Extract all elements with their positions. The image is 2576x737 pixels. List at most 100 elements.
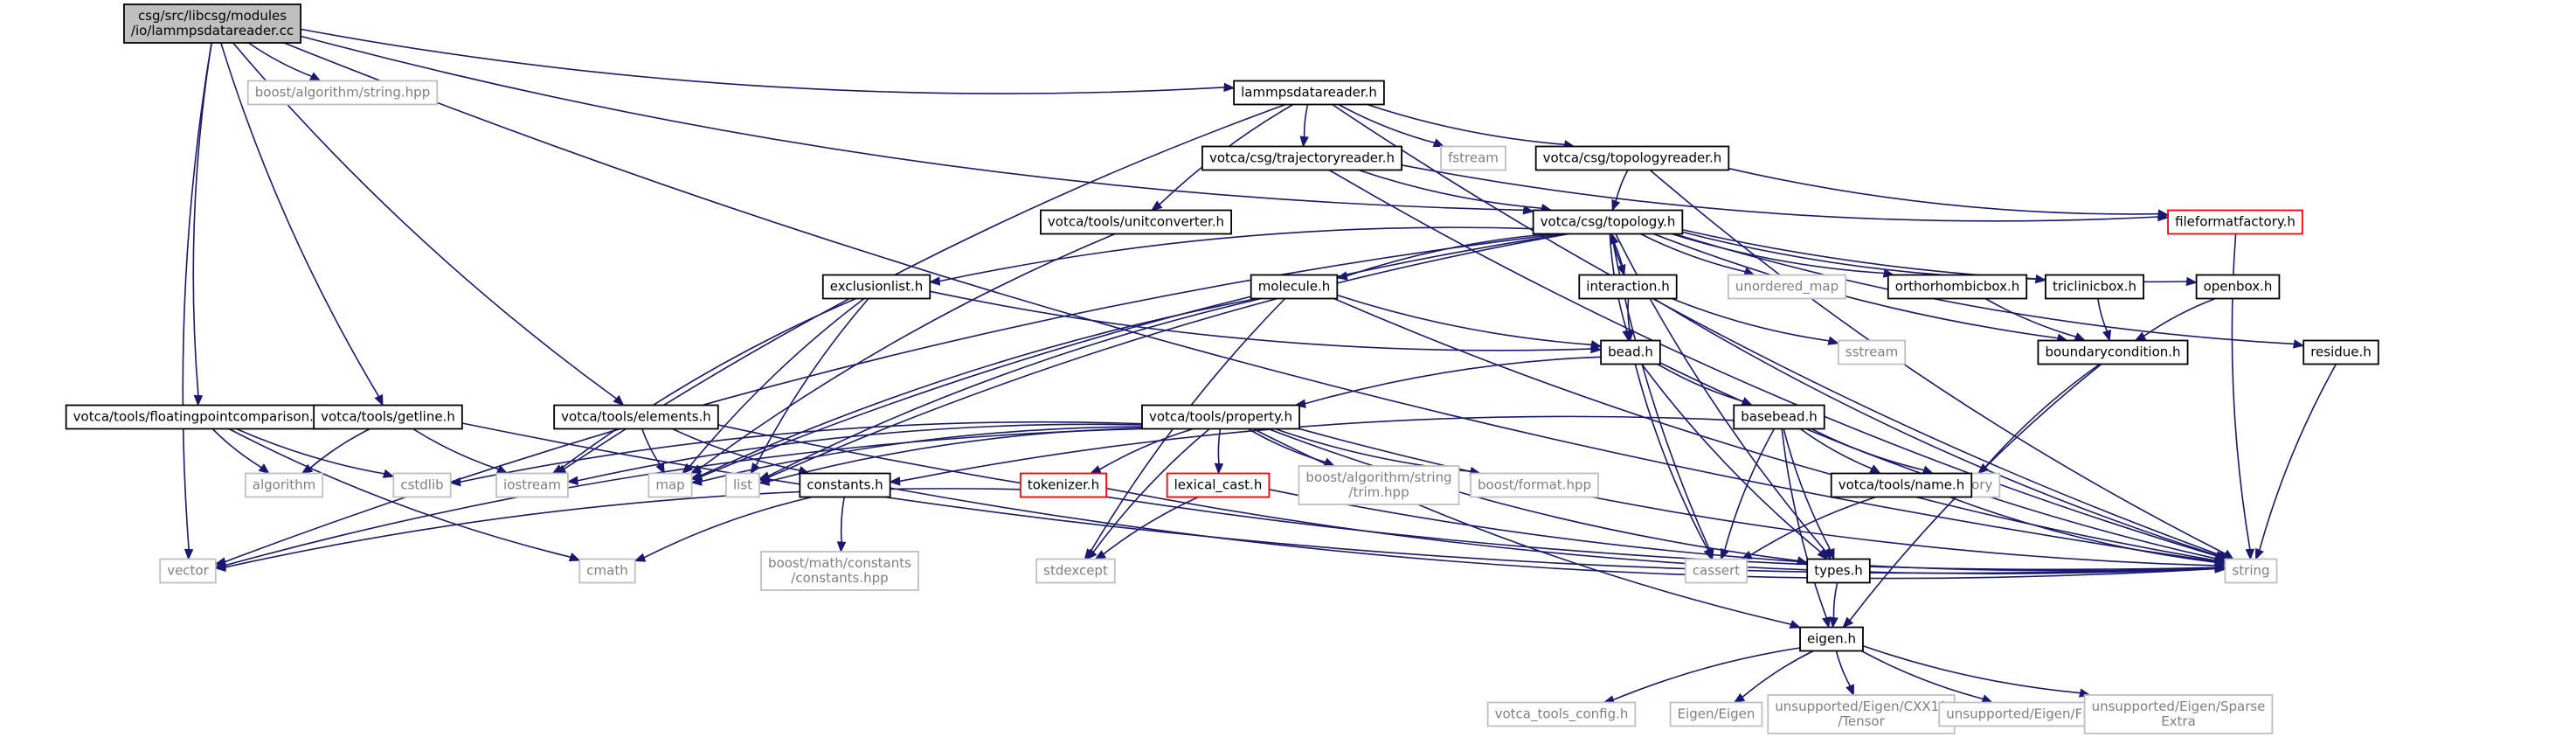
edge-residue-to-string bbox=[2255, 364, 2337, 560]
node-label: openbox.h bbox=[2204, 279, 2273, 295]
edge-root-to-vector bbox=[182, 42, 212, 560]
node-floatcmp[interactable]: votca/tools/floatingpointcomparison.h bbox=[65, 404, 330, 430]
node-box bbox=[246, 80, 439, 106]
edge-arrowhead bbox=[1085, 548, 1098, 560]
edge-line bbox=[700, 233, 1567, 477]
node-topologyreader[interactable]: votca/csg/topologyreader.h bbox=[1534, 145, 1730, 171]
edge-getline-to-iostream bbox=[412, 428, 509, 475]
node-label: exclusionlist.h bbox=[830, 279, 923, 295]
node-orthorhombicbox[interactable]: orthorhombicbox.h bbox=[1887, 274, 2028, 300]
node-property[interactable]: votca/tools/property.h bbox=[1141, 404, 1300, 430]
node-box bbox=[1035, 558, 1116, 584]
node-box bbox=[1733, 404, 1825, 430]
node-box bbox=[1767, 694, 1956, 734]
edge-orthorhombicbox-to-boundarycondition bbox=[1984, 297, 2087, 342]
edge-arrowhead bbox=[2222, 549, 2234, 560]
edge-arrowhead bbox=[1845, 684, 1854, 697]
node-tokenizer[interactable]: tokenizer.h bbox=[1019, 472, 1108, 498]
node-box bbox=[122, 3, 302, 44]
edge-line bbox=[1673, 233, 2295, 345]
edge-arrowhead bbox=[2157, 209, 2170, 219]
edge-line bbox=[1615, 170, 1629, 202]
edge-unitconverter-to-map bbox=[689, 233, 1116, 475]
edge-arrowhead bbox=[1817, 548, 1829, 560]
edge-basebead-to-eigen bbox=[1781, 428, 1832, 629]
edge-arrowhead bbox=[2245, 548, 2255, 560]
node-fstream: fstream bbox=[1440, 145, 1506, 171]
edge-root-to-getline bbox=[220, 42, 384, 407]
node-constants[interactable]: constants.h bbox=[799, 472, 891, 498]
node-root[interactable]: csg/src/libcsg/modules/io/lammpsdataread… bbox=[122, 3, 302, 44]
edge-constants-to-boost-math bbox=[836, 497, 847, 553]
node-box bbox=[2037, 339, 2189, 365]
edge-interaction-to-topology bbox=[1610, 233, 1625, 275]
node-label: triclinicbox.h bbox=[2053, 279, 2136, 295]
edge-arrowhead bbox=[690, 470, 703, 480]
node-label: unsupported/Eigen/CXX11 bbox=[1775, 699, 1947, 714]
edge-arrowhead bbox=[258, 463, 270, 475]
node-box bbox=[2167, 209, 2303, 235]
edge-arrowhead bbox=[566, 476, 578, 486]
node-exclusionlist[interactable]: exclusionlist.h bbox=[821, 274, 931, 300]
node-lexical-cast[interactable]: lexical_cast.h bbox=[1166, 472, 1271, 498]
node-label: constants.h bbox=[807, 477, 883, 493]
node-boost-trim: boost/algorithm/string/trim.hpp bbox=[1298, 465, 1460, 505]
node-residue[interactable]: residue.h bbox=[2302, 339, 2379, 365]
edge-line bbox=[283, 42, 2216, 563]
edge-line bbox=[211, 428, 262, 469]
edge-root-to-lammpsdatareader-h bbox=[300, 28, 1236, 94]
node-openbox[interactable]: openbox.h bbox=[2195, 274, 2281, 300]
node-box bbox=[725, 472, 760, 498]
node-box bbox=[1470, 472, 1599, 498]
node-label: boost/math/constants bbox=[768, 555, 911, 571]
node-topology[interactable]: votca/csg/topology.h bbox=[1532, 209, 1684, 235]
edge-line bbox=[1298, 428, 2216, 567]
node-unitconverter[interactable]: votca/tools/unitconverter.h bbox=[1040, 209, 1232, 235]
edge-line bbox=[699, 233, 1116, 469]
node-bead[interactable]: bead.h bbox=[1600, 339, 1661, 365]
edge-root-to-topology bbox=[300, 35, 1534, 215]
edge-line bbox=[236, 428, 384, 475]
edge-property-to-cstdlib bbox=[449, 421, 1142, 487]
node-box bbox=[244, 472, 324, 498]
node-lammpsdatareader-h[interactable]: lammpsdatareader.h bbox=[1233, 80, 1385, 106]
node-box bbox=[2302, 339, 2379, 365]
node-elements[interactable]: votca/tools/elements.h bbox=[553, 404, 719, 430]
edge-line bbox=[689, 297, 865, 468]
node-label: eigen.h bbox=[1807, 631, 1856, 647]
node-label: residue.h bbox=[2310, 344, 2372, 360]
node-name[interactable]: votca/tools/name.h bbox=[1830, 472, 1973, 498]
edge-line bbox=[1728, 167, 2159, 215]
edge-line bbox=[300, 28, 1225, 94]
node-getline[interactable]: votca/tools/getline.h bbox=[313, 404, 463, 430]
node-eigen[interactable]: eigen.h bbox=[1799, 626, 1864, 652]
node-interaction[interactable]: interaction.h bbox=[1578, 274, 1678, 300]
node-label: cmath bbox=[586, 563, 627, 579]
edge-constants-to-cmath bbox=[634, 496, 813, 562]
edge-arrowhead bbox=[2074, 332, 2087, 342]
node-triclinicbox[interactable]: triclinicbox.h bbox=[2045, 274, 2144, 300]
node-label: boost/algorithm/string bbox=[1305, 469, 1451, 485]
node-trajectoryreader[interactable]: votca/csg/trajectoryreader.h bbox=[1201, 145, 1402, 171]
edge-topologyreader-to-string bbox=[1649, 169, 2234, 560]
edge-arrowhead bbox=[1214, 462, 1224, 475]
edge-line bbox=[220, 42, 380, 397]
node-types[interactable]: types.h bbox=[1806, 558, 1871, 584]
edge-arrowhead bbox=[1789, 620, 1802, 629]
node-label: votca/tools/unitconverter.h bbox=[1048, 214, 1224, 230]
edge-line bbox=[1949, 496, 2216, 563]
node-boundarycondition[interactable]: boundarycondition.h bbox=[2037, 339, 2189, 365]
node-iostream: iostream bbox=[495, 472, 569, 498]
edge-line bbox=[1783, 428, 1832, 551]
node-fileformatfactory[interactable]: fileformatfactory.h bbox=[2167, 209, 2303, 235]
node-cassert: cassert bbox=[1684, 558, 1748, 584]
node-box bbox=[1669, 701, 1763, 727]
edge-arrowhead bbox=[1522, 205, 1534, 215]
node-molecule[interactable]: molecule.h bbox=[1250, 274, 1339, 300]
node-map: map bbox=[647, 472, 693, 498]
node-label: /trim.hpp bbox=[1348, 484, 1409, 500]
node-basebead[interactable]: basebead.h bbox=[1733, 404, 1825, 430]
node-label: votca/tools/floatingpointcomparison.h bbox=[73, 409, 322, 425]
edge-arrowhead bbox=[1796, 556, 1809, 566]
edge-arrowhead bbox=[1869, 464, 1881, 475]
